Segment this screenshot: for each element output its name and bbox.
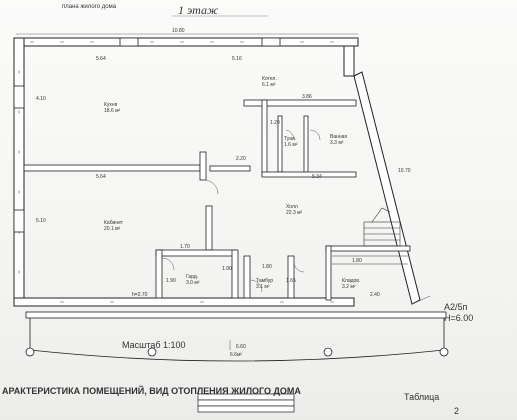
dim-1-65: 1.65 bbox=[286, 278, 296, 284]
dim-left-vertical-bottom: 5.10 bbox=[36, 218, 46, 224]
room-name-wc: Туал. bbox=[284, 136, 296, 142]
room-name-study: Кабинет bbox=[104, 220, 124, 226]
dim-veranda: 6.60 bbox=[236, 344, 246, 350]
room-name-vestibule: Тамбур bbox=[256, 278, 273, 284]
dim-mid-center: 2.20 bbox=[236, 156, 246, 162]
room-area-bath: 3.3 м² bbox=[330, 140, 344, 146]
room-area-study: 20.1 м² bbox=[104, 226, 121, 232]
exterior-walls bbox=[13, 37, 421, 307]
dim-2-40: 2.40 bbox=[370, 292, 380, 298]
room-name-wardrobe: Гард. bbox=[186, 274, 198, 280]
room-area-boiler: 6.1 м² bbox=[262, 82, 276, 88]
room-area-wc: 1.6 м² bbox=[284, 142, 298, 148]
dim-1-90-a: 1.90 bbox=[166, 278, 176, 284]
dim-1-80: 1.80 bbox=[262, 264, 272, 270]
room-name-storage: Кладов. bbox=[342, 278, 360, 284]
veranda bbox=[25, 311, 447, 362]
dim-1-90-b: 1.90 bbox=[222, 266, 232, 272]
stamp-leader bbox=[411, 295, 431, 305]
windows bbox=[13, 37, 281, 233]
dim-top-mid: 5.16 bbox=[232, 56, 242, 62]
table-label: Таблица bbox=[404, 392, 439, 402]
dim-h: h=2.70 bbox=[132, 292, 148, 298]
room-labels: Кухня 18.6 м² Котел. 6.1 м² Туал. 1.6 м²… bbox=[104, 76, 360, 290]
dimension-labels: 5.64 5.16 5.64 2.20 3.86 10.70 4.10 5.10… bbox=[36, 56, 411, 298]
dim-right-wing: 3.86 bbox=[302, 94, 312, 100]
staircase bbox=[332, 207, 408, 265]
floor-title: 1 этаж bbox=[178, 3, 218, 17]
dim-left-vertical-top: 4.10 bbox=[36, 96, 46, 102]
room-name-boiler: Котел. bbox=[262, 76, 277, 82]
door-swings bbox=[161, 129, 321, 293]
dim-top: 10.80 bbox=[172, 28, 185, 34]
room-name-bath: Ванная bbox=[330, 134, 347, 140]
room-area-hall: 22.3 м² bbox=[286, 210, 303, 216]
stamp-height: H=6.00 bbox=[444, 313, 473, 323]
veranda-area: 6.6м² bbox=[230, 352, 242, 358]
dim-right-vertical: 10.70 bbox=[398, 168, 411, 174]
veranda-posts bbox=[25, 347, 449, 357]
table-number: 2 bbox=[454, 406, 459, 416]
room-name-hall: Холл bbox=[286, 204, 298, 210]
dim-1-70: 1.70 bbox=[180, 244, 190, 250]
stamp-code: A2/5п bbox=[444, 302, 468, 312]
room-area-kitchen: 18.6 м² bbox=[104, 108, 121, 114]
bottom-caption: АРАКТЕРИСТИКА ПОМЕЩЕНИЙ, ВИД ОТОПЛЕНИЯ Ж… bbox=[2, 385, 301, 396]
room-area-storage: 3.2 м² bbox=[342, 284, 356, 290]
room-name-kitchen: Кухня bbox=[104, 102, 118, 108]
scale-label: Масштаб 1:100 bbox=[122, 340, 186, 350]
dim-top-left: 5.64 bbox=[96, 56, 106, 62]
room-area-wardrobe: 3.0 м² bbox=[186, 280, 200, 286]
room-area-vestibule: 3.1 м² bbox=[256, 284, 270, 290]
interior-walls bbox=[23, 99, 411, 301]
entrance-steps bbox=[197, 393, 295, 413]
header-top-left: плана жилого дома bbox=[62, 4, 117, 10]
dim-wet-zone: 1.20 bbox=[270, 120, 280, 126]
dim-mid-left: 5.64 bbox=[96, 174, 106, 180]
dim-1-80-b: 1.80 bbox=[352, 258, 362, 264]
dim-mid-right: 5.34 bbox=[312, 174, 322, 180]
